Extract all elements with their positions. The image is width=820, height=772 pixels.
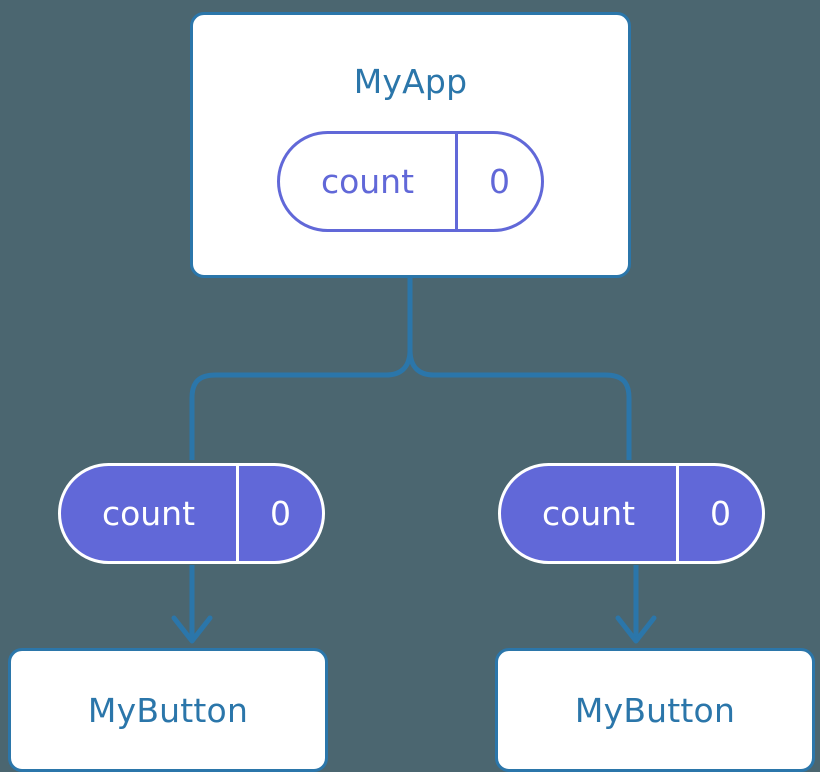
state-key-label: count (320, 162, 415, 201)
component-node-mybutton-right[interactable]: MyButton (495, 648, 815, 772)
prop-arrow-right (615, 565, 657, 644)
connector-split-junction-right (407, 349, 632, 460)
prop-arrow-left (171, 565, 213, 644)
component-node-mybutton-left[interactable]: MyButton (8, 648, 328, 772)
component-title-mybutton-right: MyButton (574, 690, 736, 730)
state-value-label: 0 (455, 134, 541, 229)
prop-pill-left[interactable]: count 0 (58, 463, 325, 564)
prop-key-label-right: count (541, 494, 636, 533)
component-title-myapp: MyApp (353, 62, 468, 101)
prop-value-label-left: 0 (236, 466, 322, 561)
connector-split-junction (189, 349, 413, 460)
component-title-mybutton-left: MyButton (87, 690, 249, 730)
state-pill-root[interactable]: count 0 (277, 131, 544, 232)
prop-key-label-left: count (101, 494, 196, 533)
prop-value-label-right: 0 (676, 466, 762, 561)
prop-pill-right[interactable]: count 0 (498, 463, 765, 564)
